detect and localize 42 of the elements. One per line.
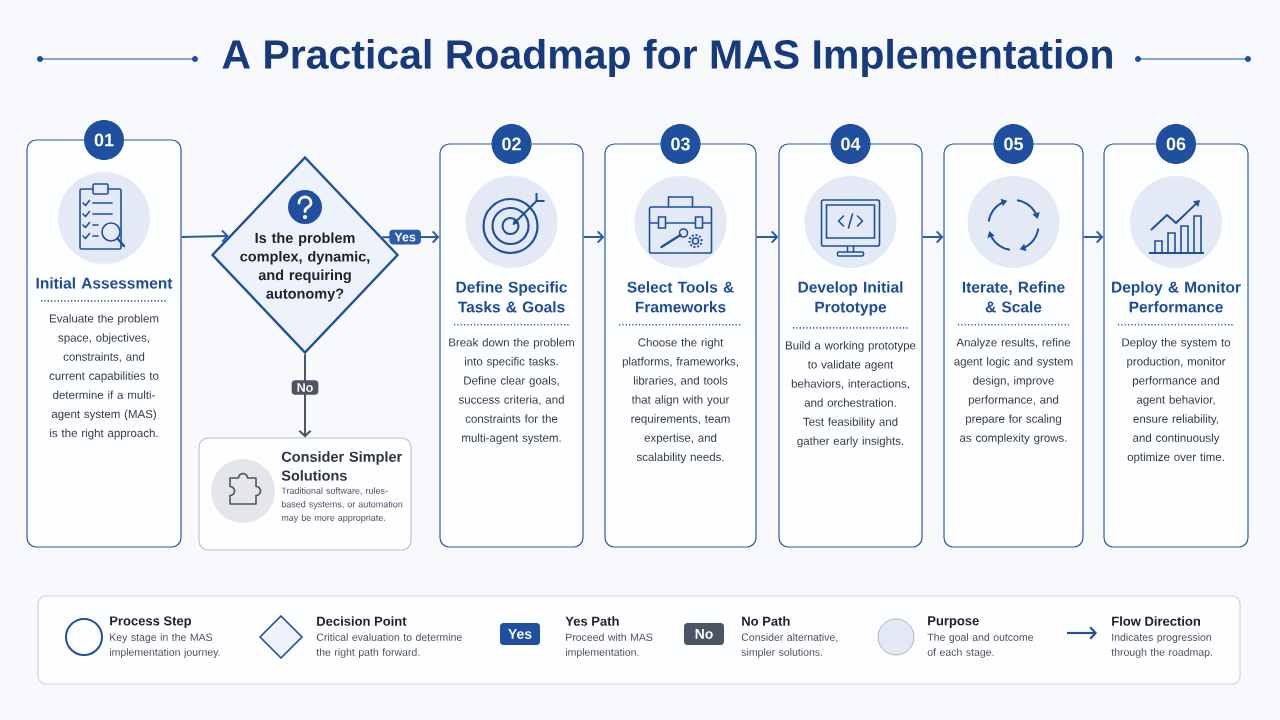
legend-description: Consider alternative, simpler solutions.	[741, 633, 838, 658]
step-number-badge: 06	[1156, 124, 1196, 164]
legend-description: Indicates progression through the roadmap.	[1111, 633, 1212, 658]
arrow	[298, 353, 312, 438]
step-description: Break down the problem into specific tasks. Define clear goals, success criteria, and constraints for the multi-agent system.	[449, 338, 574, 445]
step-heading: Select Tools & Frameworks	[627, 281, 734, 313]
step-description: Deploy the system to production, monitor performance and agent behavior, ensure reliability, and continuously optimize over time.	[1122, 338, 1231, 464]
step-heading: Iterate, Refine & Scale	[962, 281, 1065, 313]
step-number-badge: 02	[491, 124, 532, 164]
edge-label: No	[291, 380, 319, 395]
title: A Practical Roadmap for MAS Implementation	[222, 38, 1112, 78]
step-heading: Deploy & Monitor Performance	[1112, 281, 1241, 313]
status-badge: No	[684, 623, 724, 645]
arrow	[582, 230, 605, 244]
legend-description: Proceed with MAS implementation.	[566, 633, 653, 658]
step-number-badge: 05	[993, 124, 1034, 164]
legend-label: Yes Path	[565, 616, 619, 626]
step-number-badge: 03	[660, 124, 701, 164]
card-description: Traditional software, rules-based systems, or automation may be more appropriate.	[281, 487, 403, 523]
step-description: Build a working prototype to validate agent behaviors, interactions, and orchestration. Test feasibility and gather early insights.	[785, 341, 916, 448]
step-number-badge: 04	[830, 124, 871, 164]
arrow	[921, 230, 944, 244]
card-heading: Consider Simpler Solutions	[281, 451, 402, 481]
legend-label: Process Step	[110, 616, 192, 629]
legend-label: Decision Point	[317, 616, 407, 626]
arrow	[755, 230, 779, 244]
step-heading: Define Specific Tasks & Goals	[456, 281, 567, 313]
arrow	[180, 229, 229, 243]
legend-label: Flow Direction	[1112, 616, 1200, 626]
legend-label: Purpose	[928, 616, 979, 628]
step-description: Evaluate the problem space, objectives, constraints, and current capabilities to determine if a multi-agent system (MAS) is the right approach.	[49, 314, 159, 440]
legend-description: Key stage in the MAS implementation journey.	[110, 633, 220, 658]
status-badge: Yes	[500, 623, 540, 645]
step-description: Analyze results, refine agent logic and system design, improve performance, and prepare for scaling as complexity grows.	[954, 338, 1073, 445]
step-heading: Develop Initial Prototype	[798, 281, 903, 316]
step-description: Choose the right platforms, frameworks, libraries, and tools that align with your requirements, team expertise, and scalability needs.	[622, 338, 738, 464]
step-heading: Initial Assessment	[36, 277, 173, 289]
legend-description: Critical evaluation to determine the right path forward.	[316, 633, 462, 658]
step-number-badge: 01	[84, 120, 124, 160]
legend-description: The goal and outcome of each stage.	[927, 633, 1034, 658]
legend-label: No Path	[742, 616, 790, 626]
arrow	[1082, 230, 1104, 244]
